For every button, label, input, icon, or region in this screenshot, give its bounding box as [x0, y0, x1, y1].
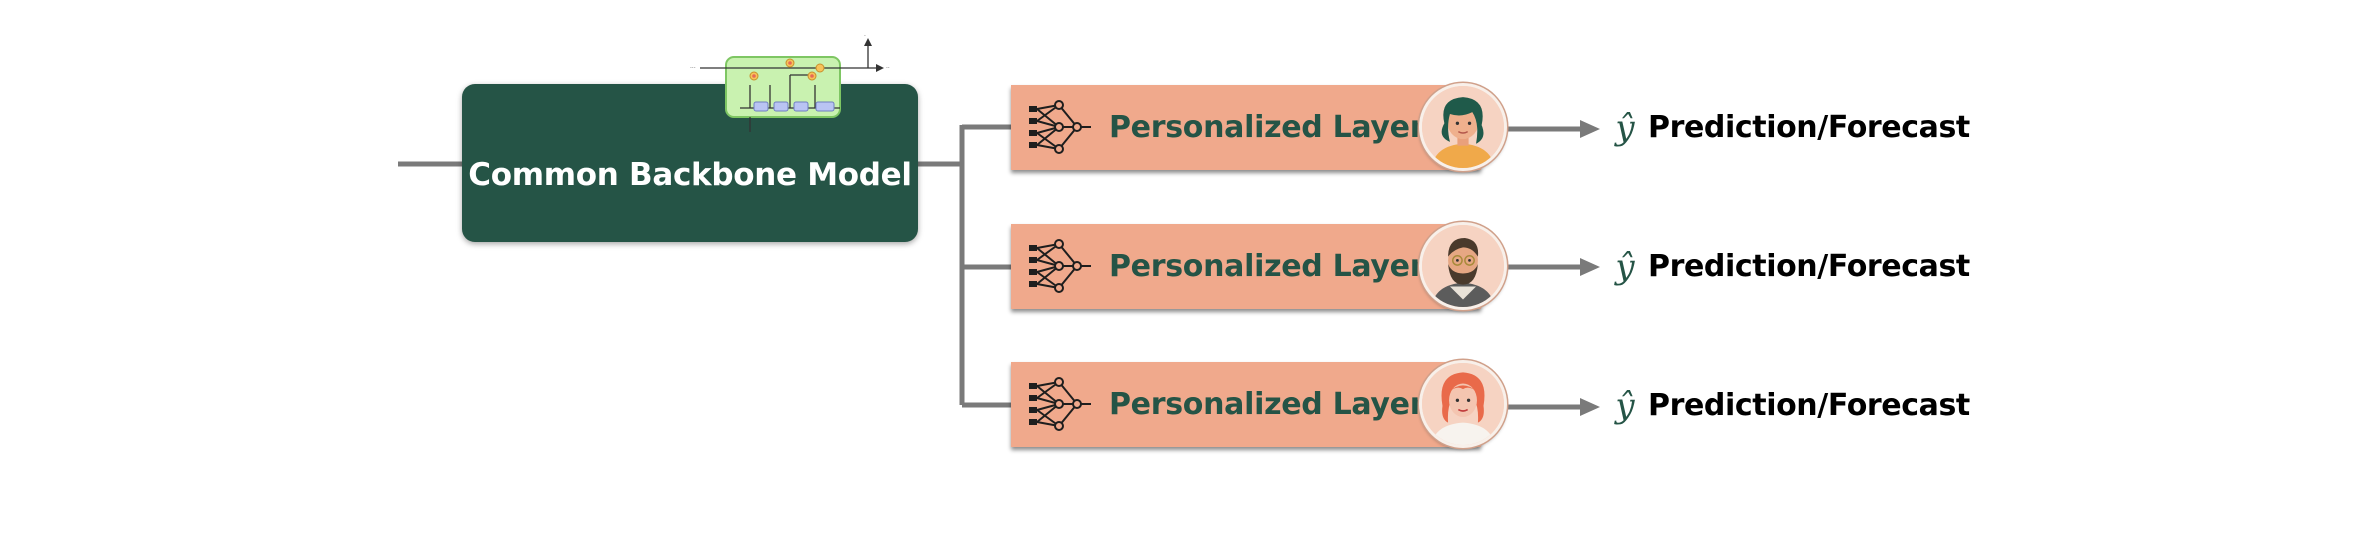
neural-network-icon: [1029, 239, 1091, 293]
arrowhead-1: [1580, 120, 1600, 138]
personalized-layer-label: Personalized Layer: [1109, 249, 1425, 284]
svg-text:·: ·: [864, 33, 866, 40]
prediction-label: Prediction/Forecast: [1648, 110, 1970, 145]
neural-network-icon: [1029, 100, 1091, 154]
personalized-layer-3: Personalized Layer: [1011, 362, 1481, 447]
backbone-label: Common Backbone Model: [468, 157, 912, 193]
svg-text:··: ··: [886, 65, 890, 72]
arrowhead-3: [1580, 398, 1600, 416]
personalized-layer-label: Personalized Layer: [1109, 110, 1425, 145]
arrowhead-2: [1580, 258, 1600, 276]
lstm-cell-diagram-icon: ··· ·· ·: [690, 33, 890, 132]
output-symbol: ŷ: [1615, 386, 1635, 426]
svg-text:···: ···: [690, 65, 696, 72]
prediction-label: Prediction/Forecast: [1648, 388, 1970, 423]
output-symbol: ŷ: [1615, 108, 1635, 148]
output-symbol: ŷ: [1615, 247, 1635, 287]
neural-network-icon: [1029, 377, 1091, 431]
personalized-layer-label: Personalized Layer: [1109, 387, 1425, 422]
woman-dark-hair-avatar-icon: [1419, 83, 1507, 171]
prediction-label: Prediction/Forecast: [1648, 249, 1970, 284]
personalized-layer-1: Personalized Layer: [1011, 85, 1481, 170]
bearded-man-avatar-icon: [1419, 222, 1507, 310]
backbone-model-box: Common Backbone Model: [462, 84, 918, 242]
personalized-layer-2: Personalized Layer: [1011, 224, 1481, 309]
woman-red-hair-avatar-icon: [1419, 360, 1507, 448]
